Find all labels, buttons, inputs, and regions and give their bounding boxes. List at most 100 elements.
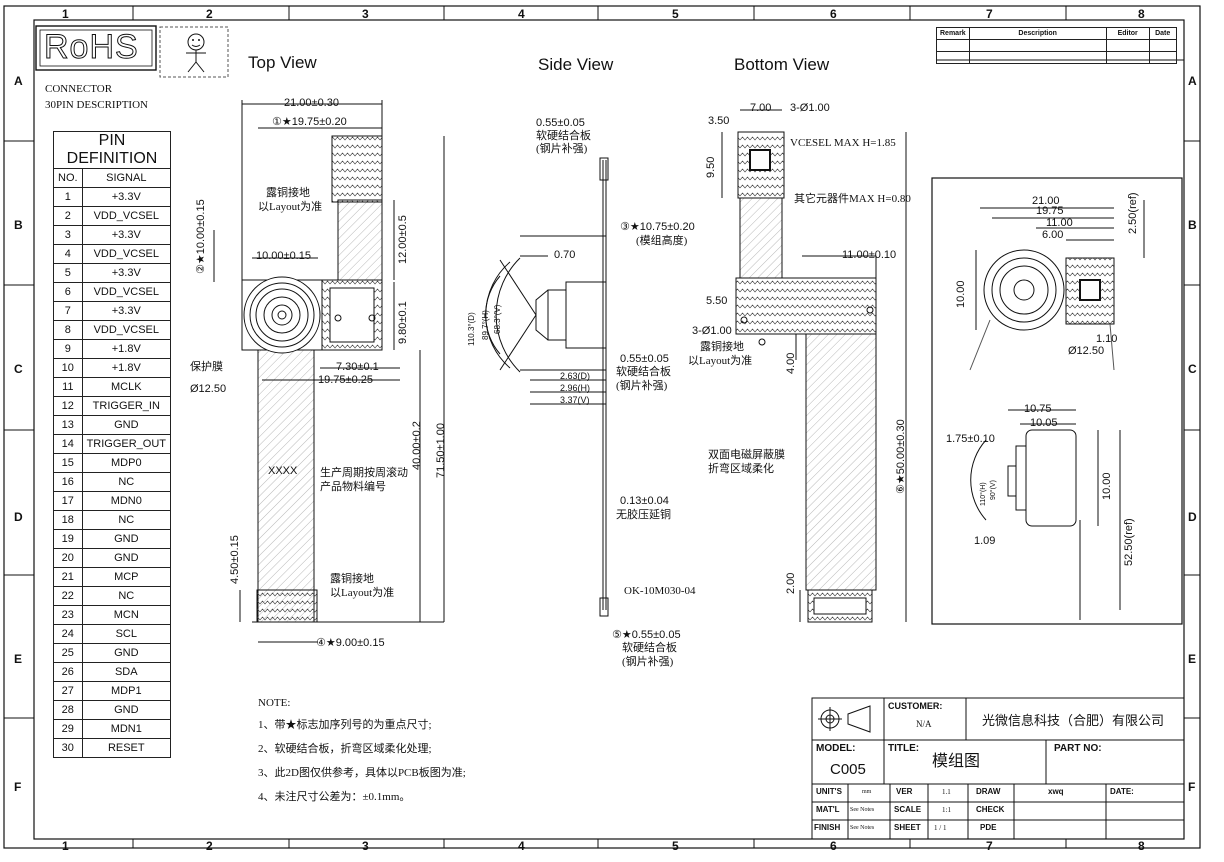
dim-bottom-350: 3.50 — [708, 115, 730, 127]
connector-label: CONNECTOR — [45, 83, 113, 95]
dim-side-296: 2.96(H) — [560, 383, 591, 393]
inset-angle-v: 90°(V) — [990, 480, 997, 500]
dim-inset-d1250: Ø12.50 — [1068, 345, 1105, 357]
pin-number: 1 — [53, 187, 83, 207]
zone-col-1: 1 — [62, 7, 69, 21]
part-number-label: OK-10M030-04 — [624, 585, 696, 597]
matl-label: MAT'L — [816, 805, 840, 814]
dim-inset-1005: 10.05 — [1030, 417, 1058, 429]
dim-side-055-top: 0.55±0.05 — [536, 117, 585, 129]
angle-h: 89.7°(H) — [481, 310, 490, 340]
pin-number: 5 — [53, 263, 83, 283]
note-copper-ground-2: 露铜接地 — [330, 573, 374, 585]
revision-table: Remark Description Editor Date — [936, 27, 1177, 64]
pin-signal: TRIGGER_OUT — [81, 434, 172, 454]
dim-top-2: ②★10.00±0.15 — [195, 199, 207, 274]
pin-number: 7 — [53, 301, 83, 321]
date-label: DATE: — [1110, 787, 1134, 796]
dim-bottom-6: ⑥★50.00±0.30 — [895, 419, 907, 494]
dim-top-450: 4.50±0.15 — [229, 535, 241, 584]
dim-top-7150: 71.50±1.00 — [435, 423, 447, 478]
dim-top-4: ④★9.00±0.15 — [316, 637, 385, 649]
note-side-rigid-flex-2: 软硬结合板 — [616, 366, 671, 378]
note-bottom-layout: 以Layout为准 — [688, 355, 753, 367]
zone-row-c-right: C — [1188, 362, 1197, 376]
zone-col-4: 4 — [518, 7, 525, 21]
rev-description: Description — [968, 27, 1107, 40]
rev-date: Date — [1148, 27, 1177, 40]
pin-col-signal: SIGNAL — [81, 168, 172, 188]
pin-signal: VDD_VCSEL — [81, 320, 172, 340]
pin-row: 7+3.3V — [53, 301, 172, 321]
dim-bottom-1100: 11.00±0.10 — [842, 249, 897, 261]
pin-signal: GND — [81, 415, 172, 435]
dim-top-width: 21.00±0.30 — [284, 97, 339, 109]
pin-signal: MCLK — [81, 377, 172, 397]
dim-top-1: ①★19.75±0.20 — [272, 116, 347, 128]
pin-signal: +3.3V — [81, 225, 172, 245]
ver-label: VER — [896, 787, 913, 796]
note-item-4: 4、未注尺寸公差为：±0.1mm。 — [258, 791, 411, 803]
rohs-logo: RoHS — [44, 28, 139, 66]
zone-row-b-right: B — [1188, 218, 1197, 232]
sheet-value: 1 / 1 — [934, 824, 947, 832]
pin-signal: VDD_VCSEL — [81, 206, 172, 226]
zone-col-7: 7 — [986, 7, 993, 21]
dim-inset-175: 1.75±0.10 — [946, 433, 995, 445]
pin-signal: GND — [81, 529, 172, 549]
dim-top-12: 12.00±0.5 — [397, 215, 409, 264]
zone-col-7-bottom: 7 — [986, 839, 993, 853]
draw-label: DRAW — [976, 787, 1001, 796]
zone-row-b: B — [14, 218, 23, 232]
pin-number: 14 — [53, 434, 83, 454]
dim-bottom-holes: 3-Ø1.00 — [790, 102, 830, 114]
pin-signal: NC — [81, 472, 172, 492]
pin-number: 23 — [53, 605, 83, 625]
note-emi-film: 双面电磁屏蔽膜 — [708, 449, 785, 461]
note-side-steel-3: (钢片补强) — [622, 656, 674, 668]
pin-signal: NC — [81, 510, 172, 530]
note-side-rigid-flex-3: 软硬结合板 — [622, 642, 677, 654]
pde-label: PDE — [980, 823, 997, 832]
zone-col-4-bottom: 4 — [518, 839, 525, 853]
dim-bottom-550: 5.50 — [706, 295, 728, 307]
zone-col-2-bottom: 2 — [206, 839, 213, 853]
dim-top-1975: 19.75±0.25 — [318, 374, 373, 386]
zone-col-1-bottom: 1 — [62, 839, 69, 853]
note-xxxx: XXXX — [268, 465, 298, 477]
title-value: 模组图 — [932, 753, 981, 770]
pin-number: 18 — [53, 510, 83, 530]
note-item-1: 1、带★标志加序列号的为重点尺寸; — [258, 719, 432, 731]
note-lens-diameter: Ø12.50 — [190, 383, 227, 395]
pin-number: 6 — [53, 282, 83, 302]
note-copper-layout: 以Layout为准 — [258, 201, 323, 213]
note-vcsel-height: VCESEL MAX H=1.85 — [790, 137, 896, 149]
pin-signal: MCN — [81, 605, 172, 625]
zone-row-d: D — [14, 510, 23, 524]
rev-remark: Remark — [936, 27, 970, 40]
dim-inset-1975: 19.75 — [1036, 205, 1064, 217]
inset-angle-h: 110°(H) — [980, 482, 987, 506]
pin-description-label: 30PIN DESCRIPTION — [45, 99, 148, 111]
pin-number: 24 — [53, 624, 83, 644]
pin-signal: GND — [81, 548, 172, 568]
note-production-week: 生产周期按周滚动 — [320, 467, 408, 479]
dim-inset-1075: 10.75 — [1024, 403, 1052, 415]
dim-inset-10b: 10.00 — [1101, 472, 1113, 500]
scale-value: 1:1 — [942, 806, 951, 814]
pin-number: 21 — [53, 567, 83, 587]
pin-signal: +3.3V — [81, 263, 172, 283]
pin-number: 8 — [53, 320, 83, 340]
dim-inset-5250: 52.50(ref) — [1123, 518, 1135, 566]
pin-number: 10 — [53, 358, 83, 378]
model-label: MODEL: — [816, 743, 856, 754]
dim-top-980: 9.80±0.1 — [397, 301, 409, 344]
note-other-components: 其它元器件MAX H=0.80 — [794, 193, 911, 205]
